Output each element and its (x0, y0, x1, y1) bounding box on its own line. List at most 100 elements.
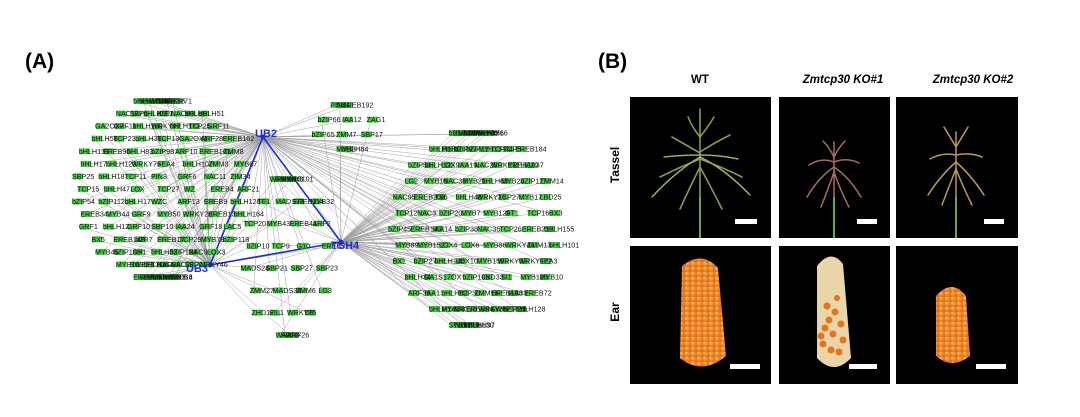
gene-label: SBP27 (291, 264, 313, 273)
network-edge (262, 136, 460, 199)
gene-label: MYB60 (151, 97, 175, 106)
gene-label: ARF16 (163, 97, 185, 106)
network-edge (340, 165, 413, 243)
network-edge (148, 101, 211, 266)
gene-label: NAC29 (474, 161, 497, 170)
network-edge (262, 136, 488, 215)
gene-label: PIN8 (151, 172, 167, 181)
gene-node (189, 123, 200, 130)
network-edge (261, 202, 342, 243)
gene-label: MYB44 (106, 210, 130, 219)
gene-label: TCP25 (188, 122, 210, 131)
gene-label: WRKY44 (505, 241, 535, 250)
gene-node (211, 186, 222, 192)
gene-label: NAC127 (116, 109, 143, 118)
scale-bar (976, 364, 1006, 369)
gene-label: G10 (297, 241, 311, 250)
network-edge (340, 241, 495, 295)
gene-node (516, 146, 527, 152)
gene-node (169, 98, 180, 104)
gene-label: ZMM13 (527, 241, 551, 250)
network-edge (181, 177, 211, 266)
network-edge (253, 136, 264, 292)
gene-node (491, 290, 502, 296)
gene-label: MADS73 (275, 197, 304, 206)
gene-label: LG3 (318, 286, 332, 295)
gene-label: GT1 (505, 209, 519, 218)
gene-label: ZMM3 (208, 159, 228, 168)
gene-label: MYB43 (267, 219, 291, 228)
gene-label: bHLH63 (482, 177, 508, 186)
gene-node (152, 248, 162, 255)
gene-label: EREB184 (515, 145, 547, 154)
gene-node (158, 261, 168, 268)
gene-node (361, 131, 372, 138)
gene-label: MYB103 (116, 260, 144, 269)
gene-node (92, 135, 103, 142)
gene-label: EREB192 (342, 101, 374, 110)
gene-node (343, 146, 353, 152)
gene-node (224, 148, 235, 155)
gene-label: WRKY6 (270, 175, 296, 184)
gene-node (418, 242, 429, 248)
gene-node (405, 178, 416, 184)
gene-label: TCP12 (395, 209, 417, 218)
gene-label: TCP5 (503, 145, 521, 154)
gene-node (171, 110, 182, 117)
gene-node (455, 226, 466, 232)
gene-node (158, 236, 168, 243)
gene-node (479, 306, 490, 312)
gene-node (484, 130, 495, 136)
network-edge (154, 136, 264, 254)
gene-node (456, 258, 467, 264)
gene-node (234, 211, 245, 218)
gene-label: ZMM27 (250, 286, 274, 295)
gene-node (540, 178, 551, 184)
gene-node (184, 186, 195, 192)
gene-node (276, 198, 287, 205)
hub-node-ub2 (260, 134, 266, 140)
gene-node (435, 258, 446, 264)
gene-node (106, 160, 117, 167)
gene-node (223, 135, 234, 142)
gene-node (223, 236, 234, 243)
gene-node (267, 220, 278, 227)
network-edge (130, 136, 264, 228)
network-edge (173, 136, 264, 253)
gene-label: GA2OX3 (157, 273, 186, 282)
gene-node (516, 306, 527, 312)
gene-label: EREB17 (157, 235, 185, 244)
network-edge (340, 181, 428, 243)
gene-node (199, 110, 210, 117)
gene-node (482, 178, 493, 184)
gene-label: SWEET11b (490, 305, 527, 314)
gene-node (440, 242, 451, 248)
gene-label: WRKY122 (519, 257, 553, 266)
gene-node (270, 309, 281, 316)
gene-node (435, 194, 446, 200)
gene-node (458, 290, 469, 296)
gene-node (491, 146, 502, 152)
tassel-photo-ko1 (779, 97, 890, 238)
gene-label: LAC5 (223, 222, 241, 231)
gene-node (79, 148, 90, 155)
column-header-wt: WT (691, 74, 709, 86)
gene-label: ARF26 (287, 331, 309, 340)
gene-label: ZMM29 (454, 129, 478, 138)
gene-label: GRF9 (131, 210, 150, 219)
gene-label: EREB9 (204, 197, 228, 206)
gene-label: MYB86 (483, 241, 507, 250)
gene-node (405, 274, 416, 280)
gene-label: bZIP54 (72, 197, 95, 206)
gene-label: NAC23 (171, 260, 194, 269)
gene-node (116, 261, 127, 268)
gene-node (152, 274, 162, 280)
gene-label: MYB131 (478, 145, 506, 154)
gene-label: NAC60 (171, 109, 194, 118)
network-edge (187, 189, 211, 266)
network-edge (119, 136, 264, 266)
network-edge (340, 229, 415, 243)
gene-label: PIN10 (441, 145, 461, 154)
gene-label: GRF6 (177, 172, 196, 181)
gene-node (136, 135, 147, 142)
